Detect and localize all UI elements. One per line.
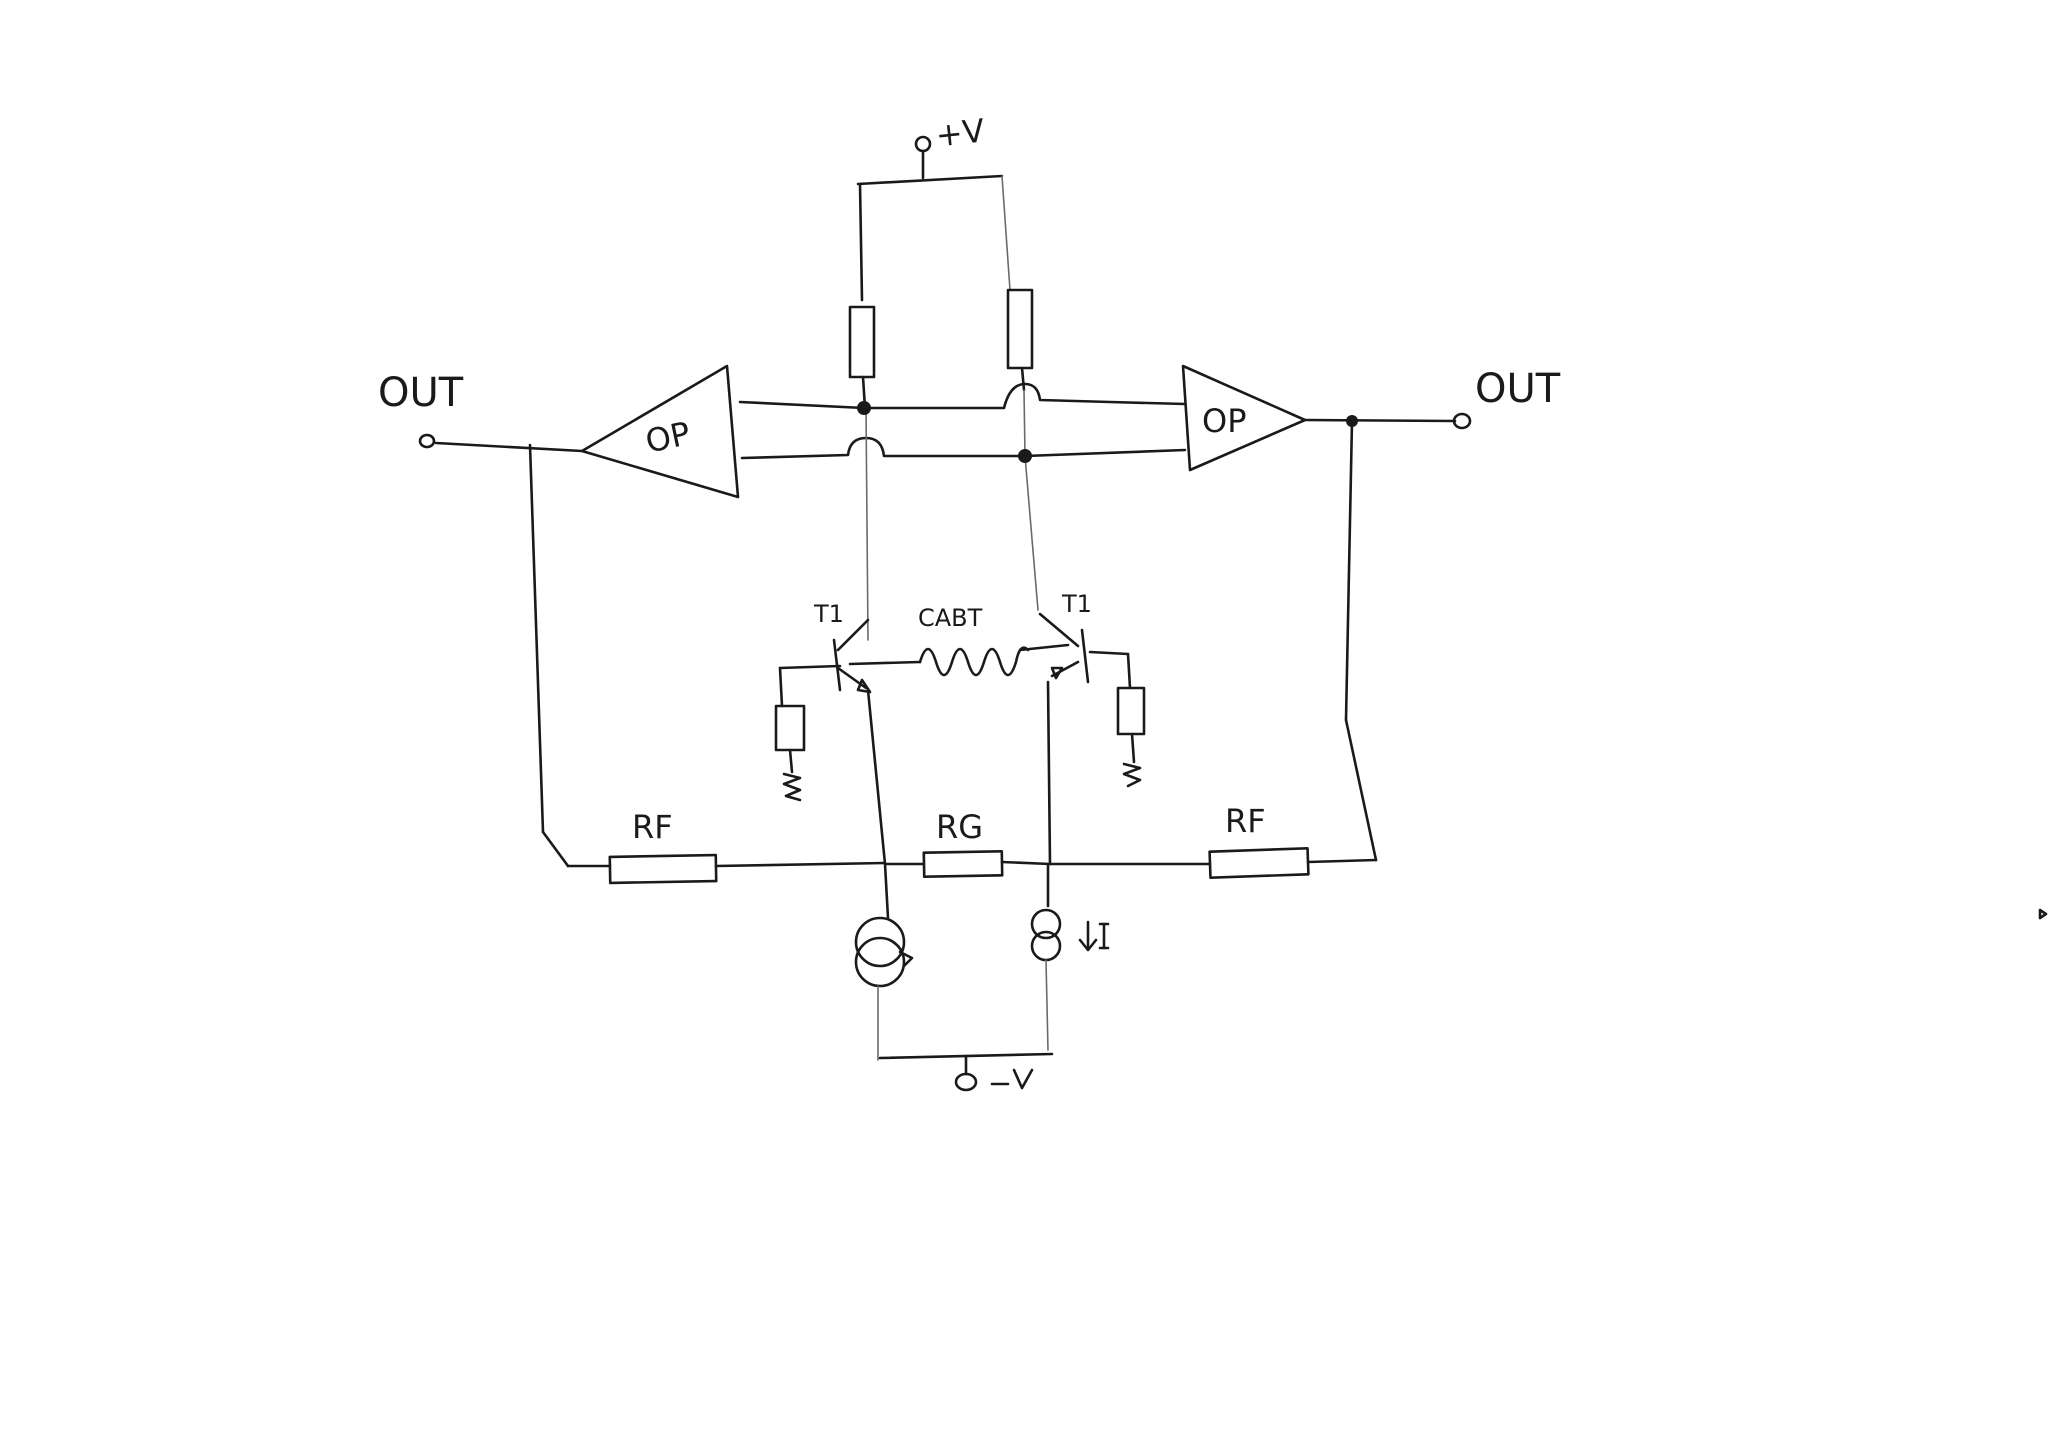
rf-right-label: RF xyxy=(1225,802,1266,840)
cable-coil: CABT xyxy=(848,604,1070,677)
negative-supply xyxy=(878,1052,1054,1092)
margin-mark xyxy=(2038,908,2048,920)
opamp-left-label: OP xyxy=(642,414,693,460)
supply-labels: +V xyxy=(934,112,987,155)
positive-supply xyxy=(856,135,1011,302)
output-right-label: OUT xyxy=(1475,366,1561,412)
transistor-left: T1 xyxy=(774,600,887,866)
t1-left-label: T1 xyxy=(813,600,844,628)
t1-right-label: T1 xyxy=(1061,590,1092,618)
gain-resistor: RG xyxy=(883,808,1052,878)
opamp-right-label: OP xyxy=(1202,402,1246,440)
rg-label: RG xyxy=(936,808,983,846)
input-wires xyxy=(738,382,1187,641)
current-source-right xyxy=(1030,862,1110,1051)
rf-left-label: RF xyxy=(632,808,673,846)
feedback-right: RF xyxy=(1048,419,1378,880)
output-left: OUT xyxy=(378,370,584,453)
opamp-left: OP xyxy=(580,364,740,499)
current-source-left xyxy=(854,862,914,1061)
load-resistor-right xyxy=(1006,288,1034,392)
cable-label: CABT xyxy=(918,604,983,632)
positive-supply-label: +V xyxy=(934,112,987,155)
output-right: OUT xyxy=(1303,366,1561,430)
feedback-left: RF xyxy=(528,443,887,885)
output-left-label: OUT xyxy=(378,370,464,416)
transistor-right: T1 xyxy=(1038,590,1146,866)
opamp-right: OP xyxy=(1181,364,1307,472)
load-resistor-left xyxy=(848,305,876,410)
